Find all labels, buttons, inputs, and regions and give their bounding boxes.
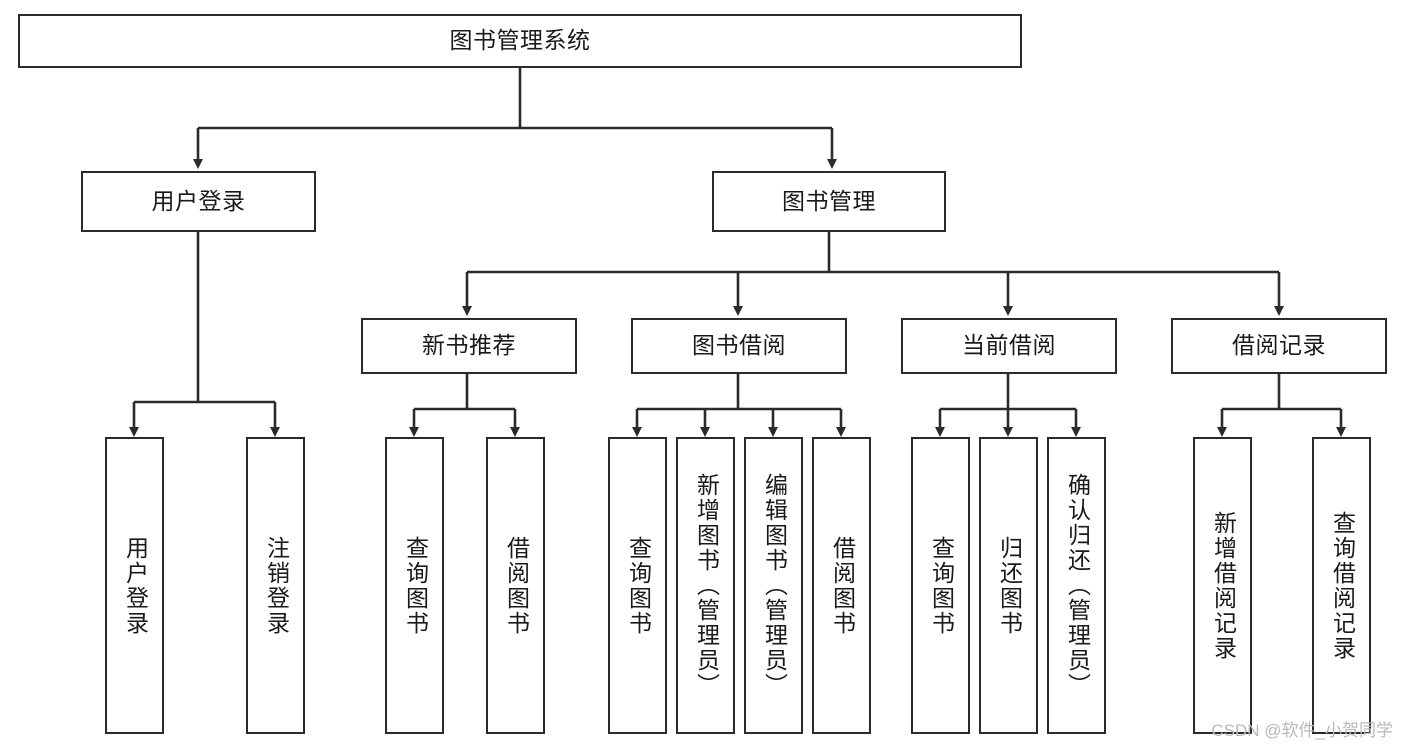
node-new-book-recommend[interactable]: 新书推荐 <box>361 318 577 374</box>
node-current-borrow-label: 当前借阅 <box>962 332 1056 359</box>
node-book-borrow-label: 图书借阅 <box>692 332 786 359</box>
node-leaf-add-book-admin-label: 新增图书（管理员） <box>693 473 720 698</box>
node-leaf-add-book-admin[interactable]: 新增图书（管理员） <box>676 437 735 734</box>
node-leaf-borrow-book-newbook-label: 借阅图书 <box>503 535 530 636</box>
node-leaf-user-login[interactable]: 用户登录 <box>105 437 164 734</box>
node-user-login[interactable]: 用户登录 <box>81 171 316 232</box>
node-leaf-query-book-current[interactable]: 查询图书 <box>911 437 970 734</box>
node-leaf-confirm-return-admin-label: 确认归还（管理员） <box>1064 473 1091 698</box>
node-new-book-recommend-label: 新书推荐 <box>422 332 516 359</box>
node-borrow-record-label: 借阅记录 <box>1232 332 1326 359</box>
node-root[interactable]: 图书管理系统 <box>18 14 1022 68</box>
node-leaf-query-borrow-record-label: 查询借阅记录 <box>1329 510 1356 661</box>
node-leaf-edit-book-admin-label: 编辑图书（管理员） <box>761 473 788 698</box>
watermark-text: CSDN @软件_小贺同学 <box>1211 721 1393 740</box>
node-leaf-query-book-newbook[interactable]: 查询图书 <box>385 437 444 734</box>
node-user-login-label: 用户登录 <box>151 187 246 214</box>
node-leaf-query-borrow-record[interactable]: 查询借阅记录 <box>1312 437 1371 734</box>
node-leaf-query-book-borrow[interactable]: 查询图书 <box>608 437 667 734</box>
node-leaf-return-book-label: 归还图书 <box>996 535 1023 636</box>
node-leaf-logout[interactable]: 注销登录 <box>246 437 305 734</box>
node-borrow-record[interactable]: 借阅记录 <box>1171 318 1387 374</box>
node-leaf-borrow-book-newbook[interactable]: 借阅图书 <box>486 437 545 734</box>
node-leaf-borrow-book-borrow-label: 借阅图书 <box>829 535 856 636</box>
node-book-borrow[interactable]: 图书借阅 <box>631 318 847 374</box>
node-root-label: 图书管理系统 <box>449 27 591 54</box>
node-leaf-edit-book-admin[interactable]: 编辑图书（管理员） <box>744 437 803 734</box>
node-book-management-label: 图书管理 <box>782 187 876 214</box>
node-leaf-confirm-return-admin[interactable]: 确认归还（管理员） <box>1047 437 1106 734</box>
node-leaf-return-book[interactable]: 归还图书 <box>979 437 1038 734</box>
node-leaf-user-login-label: 用户登录 <box>122 535 149 636</box>
node-leaf-add-borrow-record[interactable]: 新增借阅记录 <box>1193 437 1252 734</box>
node-leaf-add-borrow-record-label: 新增借阅记录 <box>1210 510 1237 661</box>
node-leaf-borrow-book-borrow[interactable]: 借阅图书 <box>812 437 871 734</box>
node-leaf-query-book-borrow-label: 查询图书 <box>625 535 652 636</box>
node-leaf-logout-label: 注销登录 <box>263 535 290 636</box>
node-leaf-query-book-current-label: 查询图书 <box>928 535 955 636</box>
node-current-borrow[interactable]: 当前借阅 <box>901 318 1117 374</box>
node-book-management[interactable]: 图书管理 <box>712 171 946 232</box>
node-leaf-query-book-newbook-label: 查询图书 <box>402 535 429 636</box>
